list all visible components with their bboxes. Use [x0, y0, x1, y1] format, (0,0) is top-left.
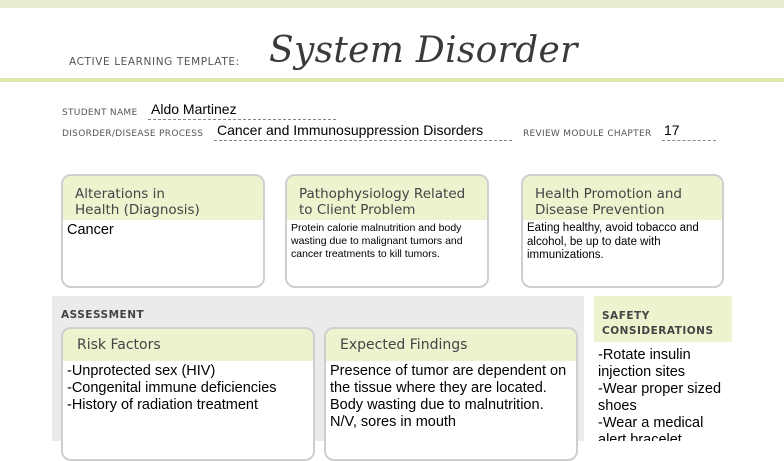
safety-item: -Wear a medical alert bracelet [598, 415, 704, 441]
assessment-title: ASSESSMENT [61, 309, 145, 321]
disorder-field[interactable]: Cancer and Immunosuppression Disorders [217, 122, 484, 138]
safety-item: -Rotate insulin injection sites [598, 347, 691, 380]
pathophysiology-body[interactable]: Protein calorie malnutrition and body wa… [291, 222, 463, 260]
pathophysiology-title-2: to Client Problem [299, 202, 416, 218]
risk-factor-item: -Congenital immune deficiencies [67, 380, 277, 396]
safety-title-1: SAFETY [602, 310, 650, 322]
risk-factors-body[interactable]: -Unprotected sex (HIV) -Congenital immun… [63, 361, 313, 416]
chapter-line [662, 140, 716, 141]
pathophysiology-header: Pathophysiology Related to Client Proble… [287, 176, 487, 220]
health-promotion-title-1: Health Promotion and [535, 186, 682, 202]
student-name-line [148, 119, 336, 120]
disorder-line [214, 140, 512, 141]
risk-factor-item: -Unprotected sex (HIV) [67, 363, 216, 379]
disorder-label: DISORDER/DISEASE PROCESS [62, 129, 204, 139]
alterations-title-1: Alterations in [75, 186, 165, 202]
pathophysiology-title-1: Pathophysiology Related [299, 186, 466, 202]
alterations-title-2: Health (Diagnosis) [75, 202, 200, 218]
safety-header: SAFETY CONSIDERATIONS [594, 296, 732, 342]
header-divider [0, 78, 784, 82]
safety-body[interactable]: -Rotate insulin injection sites -Wear pr… [594, 342, 732, 441]
risk-factor-item: -History of radiation treatment [67, 397, 258, 413]
safety-item: -Wear proper sized shoes [598, 381, 722, 414]
student-name-label: STUDENT NAME [62, 108, 138, 118]
expected-findings-header: Expected Findings [326, 329, 576, 361]
pathophysiology-box: Pathophysiology Related to Client Proble… [285, 174, 489, 288]
safety-title-2: CONSIDERATIONS [602, 325, 714, 337]
student-name-field[interactable]: Aldo Martinez [151, 101, 237, 117]
chapter-label: REVIEW MODULE CHAPTER [523, 129, 652, 139]
expected-findings-body[interactable]: Presence of tumor are dependent on the t… [330, 363, 567, 430]
alterations-header: Alterations in Health (Diagnosis) [63, 176, 263, 220]
risk-factors-header: Risk Factors [63, 329, 313, 361]
risk-factors-box: Risk Factors -Unprotected sex (HIV) -Con… [61, 327, 315, 461]
template-label: ACTIVE LEARNING TEMPLATE: [69, 56, 240, 68]
page-title: System Disorder [269, 30, 578, 71]
health-promotion-header: Health Promotion and Disease Prevention [523, 176, 722, 220]
header [0, 8, 784, 80]
alterations-box: Alterations in Health (Diagnosis) Cancer [61, 174, 265, 288]
expected-findings-box: Expected Findings Presence of tumor are … [324, 327, 578, 461]
alterations-body[interactable]: Cancer [67, 222, 114, 238]
chapter-field[interactable]: 17 [664, 122, 680, 138]
health-promotion-body[interactable]: Eating healthy, avoid tobacco and alcoho… [527, 222, 699, 261]
health-promotion-title-2: Disease Prevention [535, 202, 665, 218]
health-promotion-box: Health Promotion and Disease Prevention … [521, 174, 724, 288]
top-band [0, 0, 784, 8]
